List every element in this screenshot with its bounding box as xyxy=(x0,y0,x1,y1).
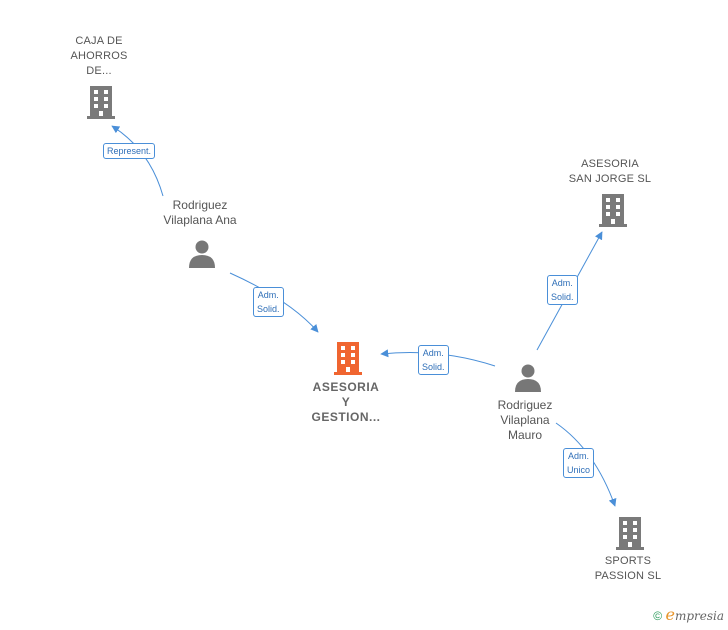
edge-label-ana-main: Adm. Solid. xyxy=(253,287,284,317)
building-icon[interactable] xyxy=(86,84,116,120)
footer-brand: © empresia xyxy=(653,605,724,624)
person-icon[interactable] xyxy=(513,363,543,393)
edge-label-mauro-sj: Adm. Solid. xyxy=(547,275,578,305)
node-label-ana: Rodriguez Vilaplana Ana xyxy=(163,198,237,227)
person-icon[interactable] xyxy=(187,239,217,269)
building-icon[interactable] xyxy=(598,192,628,228)
node-label-main: ASESORIA Y GESTION... xyxy=(311,380,381,424)
copyright-icon: © xyxy=(653,609,663,623)
building-icon[interactable] xyxy=(333,340,363,376)
edge-label-mauro-main: Adm. Solid. xyxy=(418,345,449,375)
node-label-mauro: Rodriguez Vilaplana Mauro xyxy=(497,398,553,442)
edge-label-mauro-sports: Adm. Unico xyxy=(563,448,595,478)
brand-name: mpresia xyxy=(674,609,724,623)
building-icon[interactable] xyxy=(615,515,645,551)
brand-initial: e xyxy=(665,605,675,624)
edge-label-ana-caja: Represent. xyxy=(103,143,156,159)
node-label-sports-passion: SPORTS PASSION SL xyxy=(594,555,662,582)
edge-ana-caja xyxy=(111,125,164,197)
node-label-asesoria-san-jorge: ASESORIA SAN JORGE SL xyxy=(568,158,652,185)
node-label-caja: CAJA DE AHORROS DE... xyxy=(70,35,128,77)
